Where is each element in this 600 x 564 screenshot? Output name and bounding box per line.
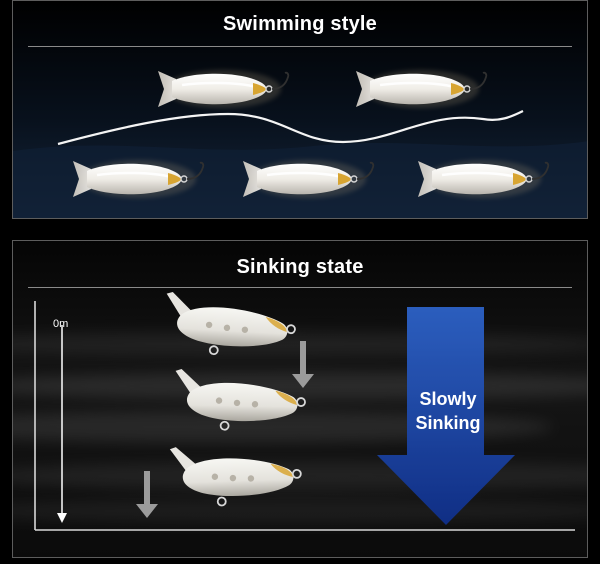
sinking-state-panel: Sinking state 0m Slowly Sinking (12, 240, 588, 558)
title-divider (28, 46, 572, 47)
sinking-label: Sinking (415, 413, 481, 433)
title-divider (28, 287, 572, 288)
depth-zero-label: 0m (53, 318, 69, 330)
swimming-style-panel: Swimming style (12, 0, 588, 219)
swimming-style-title: Swimming style (223, 13, 377, 35)
depth-arrow-head (57, 513, 67, 523)
down-arrow-icon (292, 341, 314, 388)
down-arrow-icon (136, 471, 158, 518)
sinking-scene (13, 241, 587, 557)
swimming-scene (13, 1, 587, 218)
sinking-arrow-icon (377, 307, 515, 525)
wave-line-icon (57, 110, 524, 146)
sinking-state-title: Sinking state (236, 256, 364, 278)
slowly-label: Slowly (419, 389, 477, 409)
